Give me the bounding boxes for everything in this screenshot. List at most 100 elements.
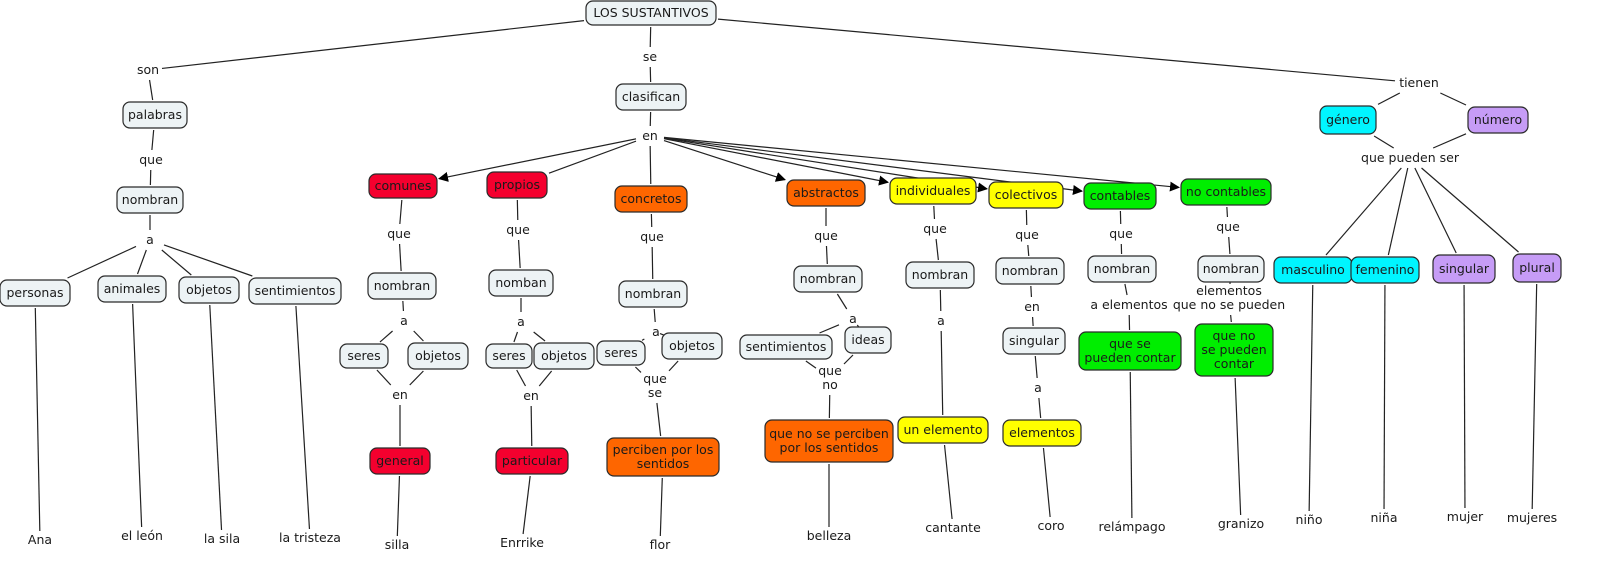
linking-phrase: a (652, 324, 660, 339)
concept-sentimientos4[interactable]: sentimientos (739, 334, 833, 360)
concept-masculino[interactable]: masculino (1273, 256, 1353, 284)
concept-singular[interactable]: singular (1432, 254, 1496, 284)
connector-individuales-que5 (933, 205, 936, 220)
concept-root[interactable]: LOS SUSTANTIVOS (585, 0, 717, 26)
connector-quese3-perciben (656, 402, 662, 437)
concept-label: singular (1439, 261, 1490, 276)
concept-nombran4[interactable]: nombran (793, 265, 863, 293)
concept-clasifican[interactable]: clasifican (615, 83, 687, 111)
connector-en-concretos (649, 145, 652, 185)
concept-seres3[interactable]: seres (596, 340, 646, 366)
concept-sentimientos0[interactable]: sentimientos (248, 277, 342, 305)
connector-plural-mujeres (1531, 283, 1538, 510)
concept-elementos[interactable]: elementos (1002, 419, 1082, 447)
concept-personas[interactable]: personas (0, 279, 71, 307)
concept-label: objetos (186, 282, 232, 297)
concept-plural[interactable]: plural (1512, 253, 1562, 283)
connector-a1-objetos1 (413, 330, 424, 342)
concept-general[interactable]: general (369, 447, 431, 475)
linking-phrase: en (1024, 299, 1040, 314)
connector-en-comunes (438, 138, 637, 182)
connector-personas-ana (34, 307, 41, 532)
concept-ideas4[interactable]: ideas (844, 326, 892, 354)
concept-label: género (1326, 112, 1370, 127)
linking-phrase: que (1015, 227, 1039, 242)
connector-a0-objetos0 (161, 249, 192, 276)
concept-propios[interactable]: propios (486, 171, 548, 199)
concept-objetos2[interactable]: objetos (533, 342, 595, 370)
concept-palabras[interactable]: palabras (122, 101, 188, 129)
concept-animales[interactable]: animales (97, 275, 167, 303)
concept-genero[interactable]: género (1319, 105, 1377, 135)
concept-nombran7[interactable]: nombran (1087, 255, 1157, 283)
concept-nombran8[interactable]: nombran (1197, 255, 1265, 283)
concept-nombran1[interactable]: nombran (367, 272, 437, 300)
connector-nombran1-a1 (402, 300, 405, 312)
concept-label: nombran (1203, 261, 1259, 276)
concept-label: nombran (374, 278, 430, 293)
concept-abstractos[interactable]: abstractos (786, 179, 866, 207)
concept-unelemento[interactable]: un elemento (897, 416, 989, 444)
concept-seres2[interactable]: seres (485, 343, 533, 369)
concept-singular6[interactable]: singular (1002, 327, 1066, 355)
connector-nosepueden-granizo (1234, 377, 1242, 516)
concept-nombran6[interactable]: nombran (995, 257, 1065, 285)
concept-label: seres (492, 348, 525, 363)
linking-phrase: a (1034, 380, 1042, 395)
concept-numero[interactable]: número (1467, 106, 1529, 134)
concept-label: nombran (1094, 261, 1150, 276)
concept-femenino[interactable]: femenino (1350, 256, 1420, 284)
concept-label: palabras (128, 107, 182, 122)
connector-seres1-en1 (376, 369, 392, 386)
connector-palabras-que0 (151, 129, 155, 151)
concept-objetos3[interactable]: objetos (661, 332, 723, 360)
connector-a5-unelemento (940, 330, 944, 416)
concept-objetos1[interactable]: objetos (407, 342, 469, 370)
concept-label: seres (604, 345, 637, 360)
concept-comunes[interactable]: comunes (368, 173, 438, 199)
concept-label: singular (1009, 333, 1060, 348)
concept-concretos[interactable]: concretos (614, 185, 688, 213)
concept-nocontables[interactable]: no contables (1180, 178, 1272, 206)
concept-colectivos[interactable]: colectivos (988, 181, 1064, 209)
concept-nombran3[interactable]: nombran (618, 280, 688, 308)
connector-root-son (161, 19, 585, 70)
connector-comunes-que1 (399, 199, 403, 225)
concept-objetos0[interactable]: objetos (178, 276, 240, 304)
connector-objetos0-sila (209, 304, 223, 531)
concept-nombran0[interactable]: nombran (116, 186, 184, 214)
concept-label: comunes (375, 178, 432, 193)
connector-singular-mujer (1463, 284, 1466, 509)
concept-nomban2[interactable]: nomban (488, 269, 554, 297)
connector-a1-seres1 (379, 330, 393, 343)
connector-puedenser-plural (1421, 167, 1519, 253)
connector-femenino-nina (1383, 284, 1386, 510)
connector-en-individuales (663, 138, 889, 186)
concept-contables[interactable]: contables (1083, 182, 1157, 210)
concept-label: general (376, 453, 424, 468)
connector-a0-sentimientos0 (163, 244, 253, 277)
connector-puedenser-singular (1414, 167, 1457, 254)
example-mujer: mujer (1447, 509, 1484, 524)
concept-particular[interactable]: particular (495, 447, 569, 475)
connector-a6-elementos (1038, 397, 1042, 419)
linking-phrase: que (139, 152, 163, 167)
concept-individuales[interactable]: individuales (889, 177, 977, 205)
concept-nombran5[interactable]: nombran (905, 261, 975, 289)
concept-label: nombran (800, 271, 856, 286)
concept-seres1[interactable]: seres (339, 343, 389, 369)
concept-label: nomban (495, 275, 546, 290)
connector-a2-objetos2 (533, 331, 546, 342)
concept-label: nombran (625, 286, 681, 301)
connector-en6-singular6 (1031, 316, 1034, 327)
